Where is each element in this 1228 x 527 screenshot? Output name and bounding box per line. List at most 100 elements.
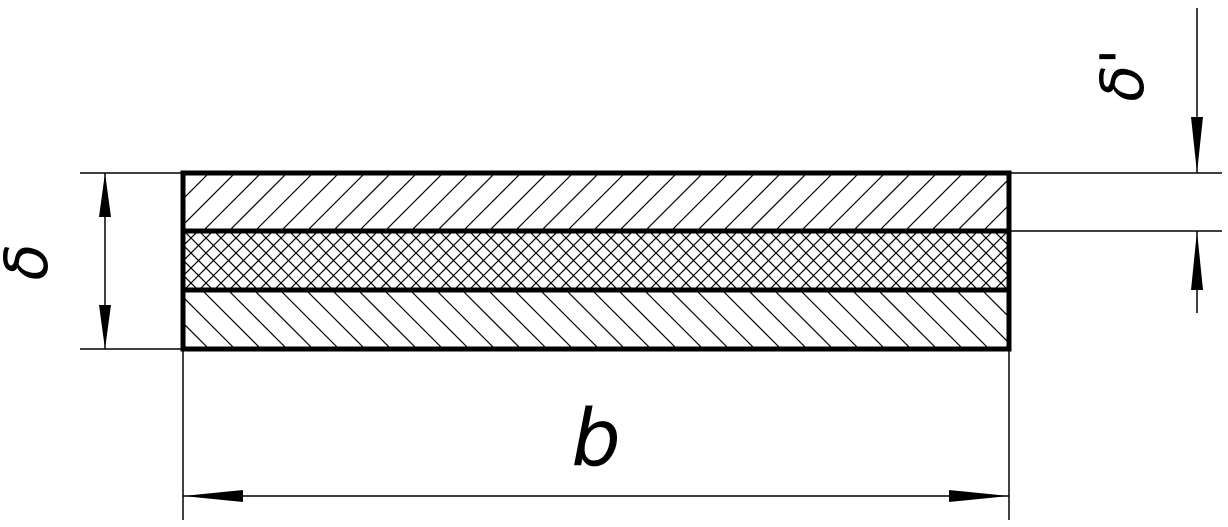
hatch-line xyxy=(1035,173,1093,231)
hatch-line xyxy=(306,173,366,231)
hatch-line xyxy=(721,290,782,349)
hatch-line xyxy=(669,290,730,349)
hatch-line xyxy=(1008,289,1009,290)
hatch-line xyxy=(384,173,444,231)
hatch-line xyxy=(843,231,904,290)
hatch-line xyxy=(696,173,756,231)
hatch-line xyxy=(254,173,314,231)
hatch-line xyxy=(228,231,289,290)
hatch-line xyxy=(617,290,678,349)
hatch-line xyxy=(1024,231,1083,290)
hatch-line xyxy=(644,173,704,231)
hatch-line xyxy=(981,290,1009,318)
hatch-line xyxy=(877,290,938,349)
hatch-line xyxy=(183,274,199,290)
hatch-line xyxy=(956,178,1009,231)
hatch-line xyxy=(618,231,679,290)
arrowhead-layer-bottom xyxy=(1191,231,1203,290)
bottom-layer-hatch xyxy=(183,290,1119,349)
hatch-line xyxy=(438,231,499,290)
hatch-line xyxy=(183,289,184,290)
hatch-line xyxy=(393,231,454,290)
arrowhead-width-left xyxy=(183,490,243,502)
hatch-line xyxy=(183,231,184,232)
hatch-line xyxy=(813,231,874,290)
hatch-line xyxy=(462,173,522,231)
hatch-line xyxy=(592,173,652,231)
hatch-line xyxy=(453,231,514,290)
hatch-line xyxy=(828,231,889,290)
hatch-line xyxy=(591,290,652,349)
arrowhead-layer-top xyxy=(1191,117,1203,173)
hatch-line xyxy=(648,231,709,290)
hatch-line xyxy=(332,173,392,231)
hatch-line xyxy=(436,173,496,231)
hatch-line xyxy=(303,231,364,290)
hatch-line xyxy=(773,290,834,349)
hatch-line xyxy=(183,322,210,349)
hatch-line xyxy=(488,173,548,231)
hatch-line xyxy=(331,290,392,349)
hatch-line xyxy=(243,231,304,290)
hatch-line xyxy=(514,173,574,231)
hatch-line xyxy=(333,231,394,290)
hatch-line xyxy=(903,231,964,290)
hatch-line xyxy=(487,290,548,349)
hatch-line xyxy=(695,290,756,349)
hatch-line xyxy=(768,231,829,290)
hatch-line xyxy=(498,231,559,290)
hatch-line xyxy=(409,290,470,349)
hatch-line xyxy=(955,290,1009,344)
hatch-line xyxy=(305,290,366,349)
hatch-line xyxy=(800,173,860,231)
hatch-line xyxy=(378,231,439,290)
hatch-line xyxy=(747,290,808,349)
hatch-line xyxy=(1060,290,1119,349)
hatch-line xyxy=(253,290,314,349)
hatch-line xyxy=(201,290,262,349)
hatch-line xyxy=(993,231,1009,247)
hatch-line xyxy=(708,231,769,290)
hatch-line xyxy=(1054,231,1113,290)
hatch-line xyxy=(722,173,782,231)
arrowhead-width-right xyxy=(949,490,1009,502)
hatch-line xyxy=(948,231,1009,290)
top-layer-hatch xyxy=(183,173,1093,231)
hatch-line xyxy=(858,231,919,290)
hatch-line xyxy=(1008,231,1009,232)
hatch-line xyxy=(774,173,834,231)
hatch-line xyxy=(904,173,964,231)
hatch-line xyxy=(288,231,349,290)
hatch-line xyxy=(723,231,784,290)
arrowhead-thickness-bottom xyxy=(99,305,111,349)
hatch-line xyxy=(1008,230,1009,231)
hatch-line xyxy=(663,231,724,290)
hatch-line xyxy=(851,290,912,349)
hatch-line xyxy=(1054,231,1113,290)
hatch-line xyxy=(678,231,739,290)
hatch-line xyxy=(573,231,634,290)
hatch-line xyxy=(903,290,964,349)
label-layer-thickness: δ' xyxy=(1088,48,1158,101)
hatch-line xyxy=(982,204,1009,231)
cross-section-outline xyxy=(180,170,1012,352)
hatch-line xyxy=(183,348,184,349)
hatch-line xyxy=(468,231,529,290)
hatch-line xyxy=(363,231,424,290)
hatch-line xyxy=(798,231,859,290)
hatch-line xyxy=(753,231,814,290)
hatch-line xyxy=(198,231,259,290)
hatch-line xyxy=(888,231,949,290)
hatch-line xyxy=(183,231,244,290)
hatch-line xyxy=(963,231,1009,277)
hatch-line xyxy=(1039,231,1098,290)
hatch-line xyxy=(183,173,236,226)
hatch-line xyxy=(918,231,979,290)
hatch-line xyxy=(783,231,844,290)
hatch-line xyxy=(633,231,694,290)
hatch-line xyxy=(408,231,469,290)
hatch-line xyxy=(543,231,604,290)
hatch-line xyxy=(565,290,626,349)
hatch-line xyxy=(357,290,418,349)
